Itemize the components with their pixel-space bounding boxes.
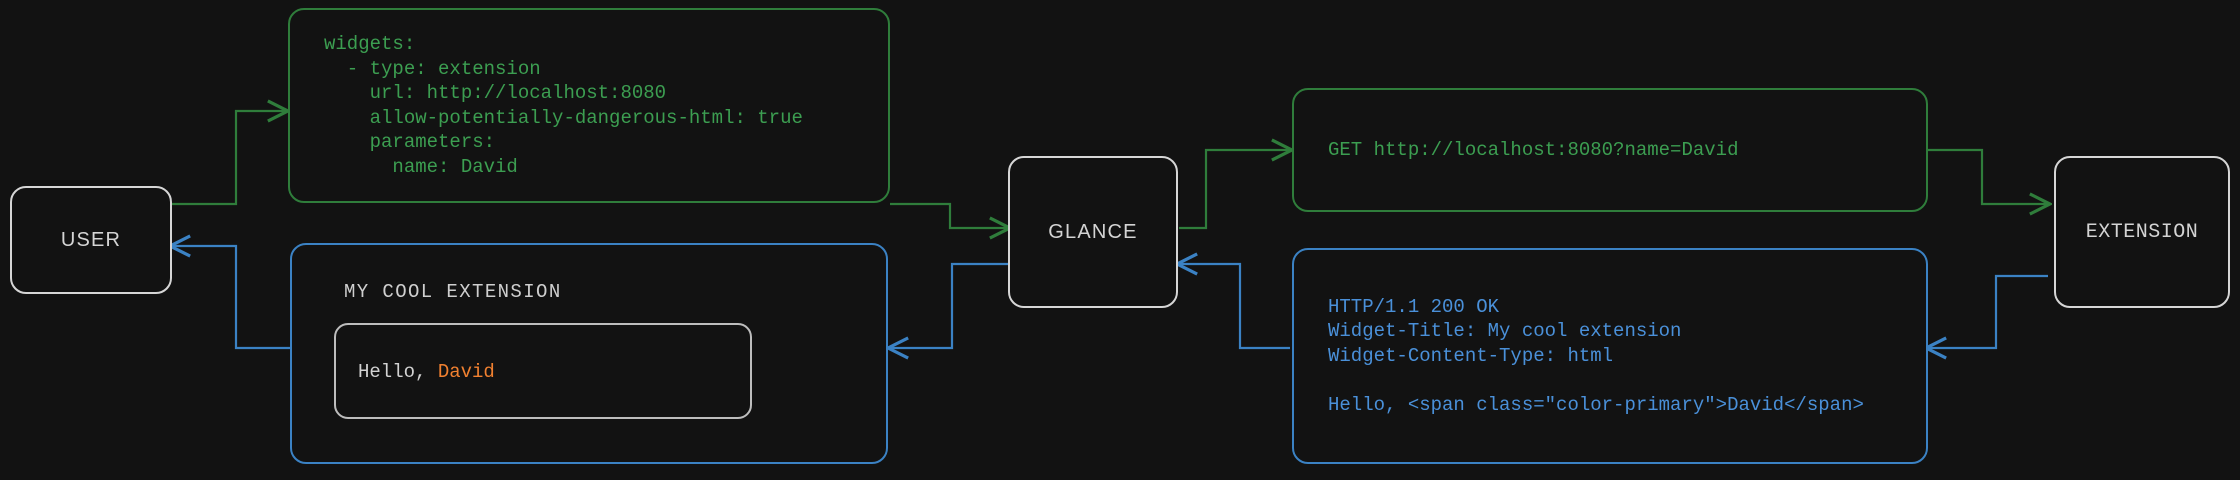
widget-greeting-name: David (437, 361, 495, 383)
node-glance-label: GLANCE (1048, 220, 1138, 243)
wire-widget-to-user (172, 246, 290, 350)
node-user[interactable]: USER (10, 186, 172, 294)
panel-http-response: HTTP/1.1 200 OK Widget-Title: My cool ex… (1292, 248, 1928, 464)
panel-config-yaml: widgets: - type: extension url: http://l… (288, 8, 890, 203)
widget-preview-title: MY COOL EXTENSION (344, 281, 562, 303)
wire-config-to-glance (890, 202, 1008, 228)
wire-request-to-extension (1928, 148, 2048, 204)
node-glance[interactable]: GLANCE (1008, 156, 1178, 308)
http-request-text: GET http://localhost:8080?name=David (1328, 138, 1739, 161)
config-yaml-text: widgets: - type: extension url: http://l… (324, 33, 803, 178)
wire-glance-to-request (1179, 150, 1290, 230)
widget-greeting-prefix: Hello, (358, 361, 438, 383)
panel-http-request: GET http://localhost:8080?name=David (1292, 88, 1928, 212)
wire-glance-to-widget (890, 262, 1008, 348)
http-response-text: HTTP/1.1 200 OK Widget-Title: My cool ex… (1328, 295, 1864, 416)
node-extension-label: EXTENSION (2085, 220, 2199, 244)
wire-extension-to-response (1928, 274, 2048, 348)
node-user-label: USER (60, 228, 122, 251)
wire-response-to-glance (1179, 264, 1290, 350)
widget-greeting: Hello, David (358, 361, 495, 383)
node-extension[interactable]: EXTENSION (2054, 156, 2230, 308)
wire-user-to-config (172, 111, 286, 206)
widget-preview-body: Hello, David (334, 323, 752, 419)
panel-widget-preview: MY COOL EXTENSION Hello, David (290, 243, 888, 464)
